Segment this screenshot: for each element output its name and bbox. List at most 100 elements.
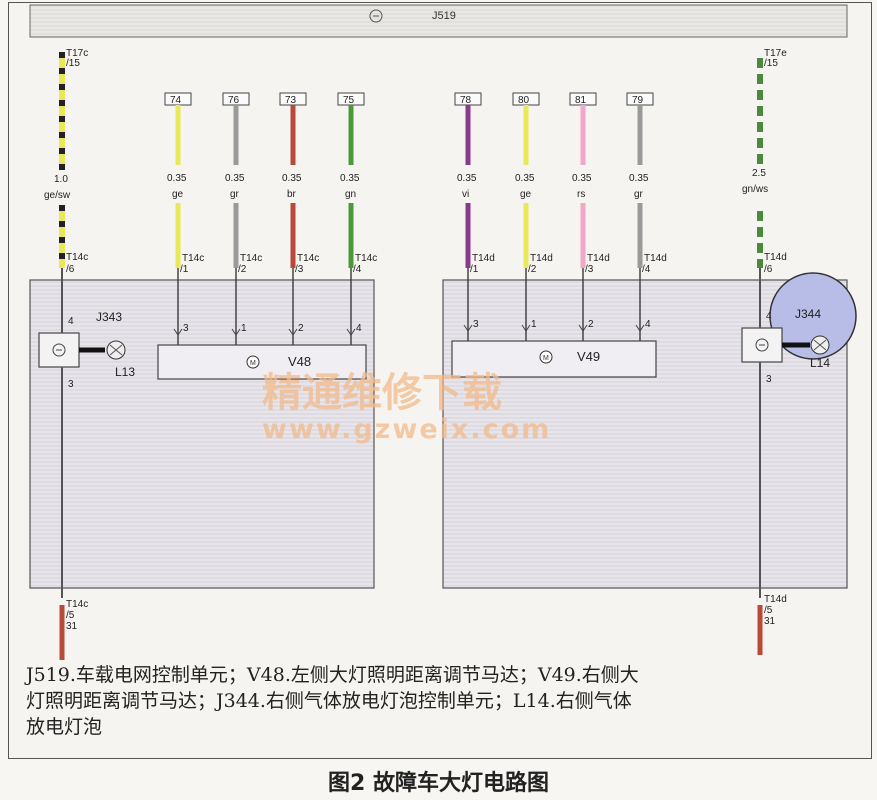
- right-wire-3-connector-arrow: [578, 324, 588, 332]
- right-top-pin-label: T17e: [764, 48, 787, 59]
- right-wire-2-pin-sub: /2: [528, 264, 537, 275]
- right-wire-4-tag: 79: [632, 95, 644, 106]
- left-wire-4-pin: T14c: [355, 253, 377, 264]
- j519-unit-box: [29, 4, 848, 38]
- j344-circle: [769, 272, 857, 360]
- left-wire-color-code: ge/sw: [44, 190, 71, 201]
- right-wire-3-color-code: rs: [577, 189, 585, 200]
- right-wire-1-tag: 78: [460, 95, 472, 106]
- legend-line-2: 灯照明距离调节马达；J344.右侧气体放电灯泡控制单元；L14.右侧气体: [26, 690, 632, 712]
- j343-bottom-pin: 3: [68, 379, 74, 390]
- right-wire-1-size: 0.35: [457, 173, 477, 184]
- j344-top-pin: 4: [766, 311, 772, 322]
- right-ground-num: 31: [764, 616, 776, 627]
- left-wire-2-connector-arrow: [231, 328, 241, 336]
- right-wire-3-pin: T14d: [587, 253, 610, 264]
- left-wire-3-connector-arrow: [288, 328, 298, 336]
- lamp-l13-icon: [106, 340, 126, 360]
- right-wire-1-connector-arrow: [463, 324, 473, 332]
- left-wire-size: 1.0: [54, 174, 68, 185]
- right-wire-2-pin: T14d: [530, 253, 553, 264]
- left-wire-4-color-code: gn: [345, 189, 356, 200]
- right-wire-4-pin-sub: /4: [642, 264, 651, 275]
- left-wire-2-pin-sub: /2: [238, 264, 247, 275]
- lamp-l13-label: L13: [115, 365, 135, 379]
- svg-text:M: M: [250, 360, 256, 367]
- right-bottom-sub-label: /6: [764, 264, 773, 275]
- figure-title: 图2 故障车大灯电路图: [328, 771, 549, 796]
- left-wire-2-color-code: gr: [230, 189, 240, 200]
- left-wire-4-size: 0.35: [340, 173, 360, 184]
- right-wire-4-size: 0.35: [629, 173, 649, 184]
- legend-caption: J519.车载电网控制单元；V48.左侧大灯照明距离调节马达；V49.右侧大 灯…: [26, 662, 861, 740]
- right-wire-1-pin: T14d: [472, 253, 495, 264]
- left-wire-2-size: 0.35: [225, 173, 245, 184]
- right-wire-3-tag: 81: [575, 95, 587, 106]
- left-wire-1-tag: 74: [170, 95, 182, 106]
- watermark-url: www.gzweix.com: [262, 414, 551, 445]
- left-wire-4-connector-arrow: [346, 328, 356, 336]
- left-wire-2-tag: 76: [228, 95, 240, 106]
- left-wire-1-motor-pin: 3: [183, 323, 189, 334]
- lamp-l14-label: L14: [810, 356, 830, 370]
- motor-v48-box: [157, 344, 367, 380]
- j519-ground-icon: [369, 9, 383, 23]
- left-bottom-pin-label: T14c: [66, 252, 88, 263]
- left-wire-3-pin: T14c: [297, 253, 319, 264]
- left-bottom-sub-label: /6: [66, 264, 75, 275]
- right-wire-4-connector-arrow: [635, 324, 645, 332]
- right-bottom-pin-label: T14d: [764, 252, 787, 263]
- right-wire-1-color-code: vi: [462, 189, 469, 200]
- motor-v49-label: V49: [577, 349, 600, 364]
- right-wire-color-code: gn/ws: [742, 184, 768, 195]
- j343-label: J343: [96, 310, 122, 324]
- left-wire-3-motor-pin: 2: [298, 323, 304, 334]
- right-wire-4-color-code: gr: [634, 189, 644, 200]
- right-wire-3-motor-pin: 2: [588, 319, 594, 330]
- left-ground-pin: T14c: [66, 599, 88, 610]
- left-wire-2-pin: T14c: [240, 253, 262, 264]
- motor-v48-label: V48: [288, 354, 311, 369]
- left-wire-4-pin-sub: /4: [353, 264, 362, 275]
- right-wire-1-pin-sub: /1: [470, 264, 479, 275]
- left-wire-1-pin: T14c: [182, 253, 204, 264]
- left-wire-3-tag: 73: [285, 95, 297, 106]
- right-top-sub-label: /15: [764, 58, 778, 69]
- left-wire-1-size: 0.35: [167, 173, 187, 184]
- right-wire-size: 2.5: [752, 168, 766, 179]
- right-wire-2-motor-pin: 1: [531, 319, 537, 330]
- left-top-pin-label: T17c: [66, 48, 88, 59]
- left-ground-num: 31: [66, 621, 78, 632]
- left-wire-4-tag: 75: [343, 95, 355, 106]
- left-ground-sub: /5: [66, 610, 75, 621]
- left-wire-3-color-code: br: [287, 189, 297, 200]
- right-wire-2-tag: 80: [518, 95, 530, 106]
- j519-label: J519: [432, 10, 456, 22]
- j343-top-pin: 4: [68, 316, 74, 327]
- right-wire-4-pin: T14d: [644, 253, 667, 264]
- left-wire-1-color-code: ge: [172, 189, 184, 200]
- left-top-sub-label: /15: [66, 58, 80, 69]
- lamp-l14-icon: [810, 335, 830, 355]
- right-wire-3-size: 0.35: [572, 173, 592, 184]
- svg-text:M: M: [543, 355, 549, 362]
- right-ground-sub: /5: [764, 605, 773, 616]
- left-wire-3-size: 0.35: [282, 173, 302, 184]
- right-ground-pin: T14d: [764, 594, 787, 605]
- left-wire-1-pin-sub: /1: [180, 264, 189, 275]
- watermark-chinese: 精通维修下载: [262, 370, 502, 416]
- left-wire-3-pin-sub: /3: [295, 264, 304, 275]
- legend-line-1: J519.车载电网控制单元；V48.左侧大灯照明距离调节马达；V49.右侧大: [26, 664, 639, 686]
- left-headlamp-housing: [29, 279, 375, 589]
- right-signal-wires: 780.35viT14d/13800.35geT14d/21810.35rsT1…: [454, 92, 667, 341]
- left-wire-4-motor-pin: 4: [356, 323, 362, 334]
- motor-v48-icon: M: [246, 355, 260, 369]
- legend-line-3: 放电灯泡: [26, 716, 103, 738]
- right-wire-2-color-code: ge: [520, 189, 532, 200]
- motor-v49-box: [451, 340, 657, 378]
- motor-v49-icon: M: [539, 350, 553, 364]
- j344-bottom-pin: 3: [766, 374, 772, 385]
- left-wire-2-motor-pin: 1: [241, 323, 247, 334]
